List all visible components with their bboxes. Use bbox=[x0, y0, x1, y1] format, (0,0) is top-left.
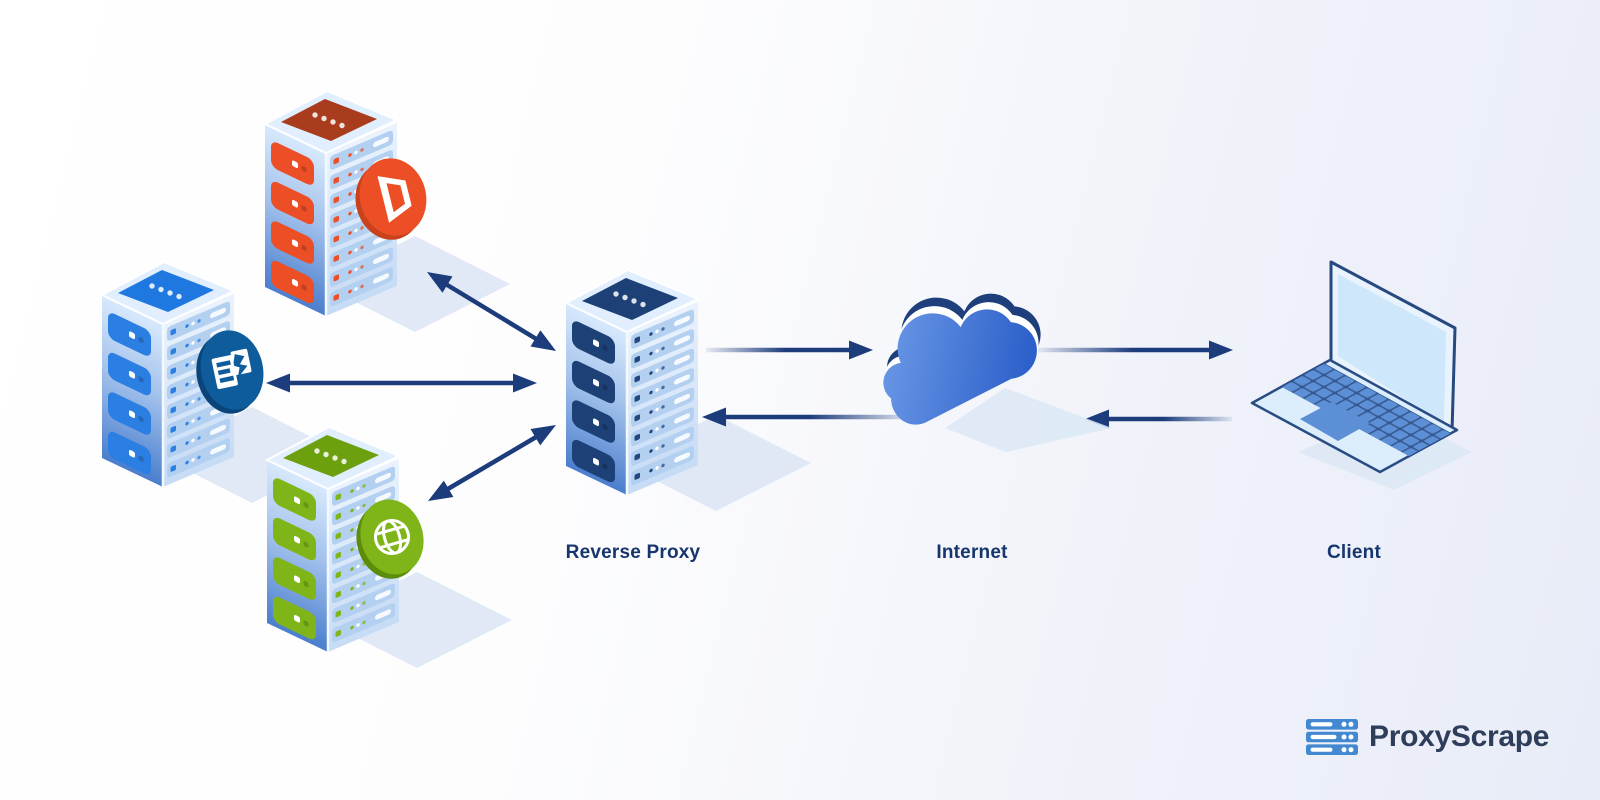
internet-cloud bbox=[883, 293, 1041, 425]
internet-label: Internet bbox=[936, 542, 1008, 563]
reverse-proxy-label: Reverse Proxy bbox=[565, 542, 701, 563]
client-label: Client bbox=[1327, 542, 1381, 563]
cloud-shadow bbox=[945, 388, 1112, 452]
brand-name: ProxyScrape bbox=[1369, 720, 1550, 753]
server-stack-icon bbox=[1306, 719, 1358, 755]
arrow-web-proxy bbox=[428, 425, 556, 501]
client-laptop bbox=[1250, 260, 1472, 490]
arrow-exchange-proxy bbox=[266, 373, 537, 393]
arrow-client-to-internet bbox=[1085, 409, 1232, 429]
office-icon bbox=[355, 158, 427, 240]
arrow-office-proxy bbox=[427, 272, 556, 351]
exchange-icon bbox=[196, 330, 264, 414]
laptop-trackpad bbox=[1300, 402, 1370, 441]
reverse-proxy-server bbox=[566, 270, 811, 511]
globe-icon bbox=[356, 499, 424, 579]
arrow-internet-to-client bbox=[1038, 340, 1233, 360]
laptop-keyboard bbox=[1282, 363, 1451, 456]
arrow-internet-to-proxy bbox=[702, 407, 912, 427]
proxyscrape-logo: ProxyScrape bbox=[1306, 719, 1549, 755]
arrow-proxy-to-internet bbox=[706, 340, 873, 360]
